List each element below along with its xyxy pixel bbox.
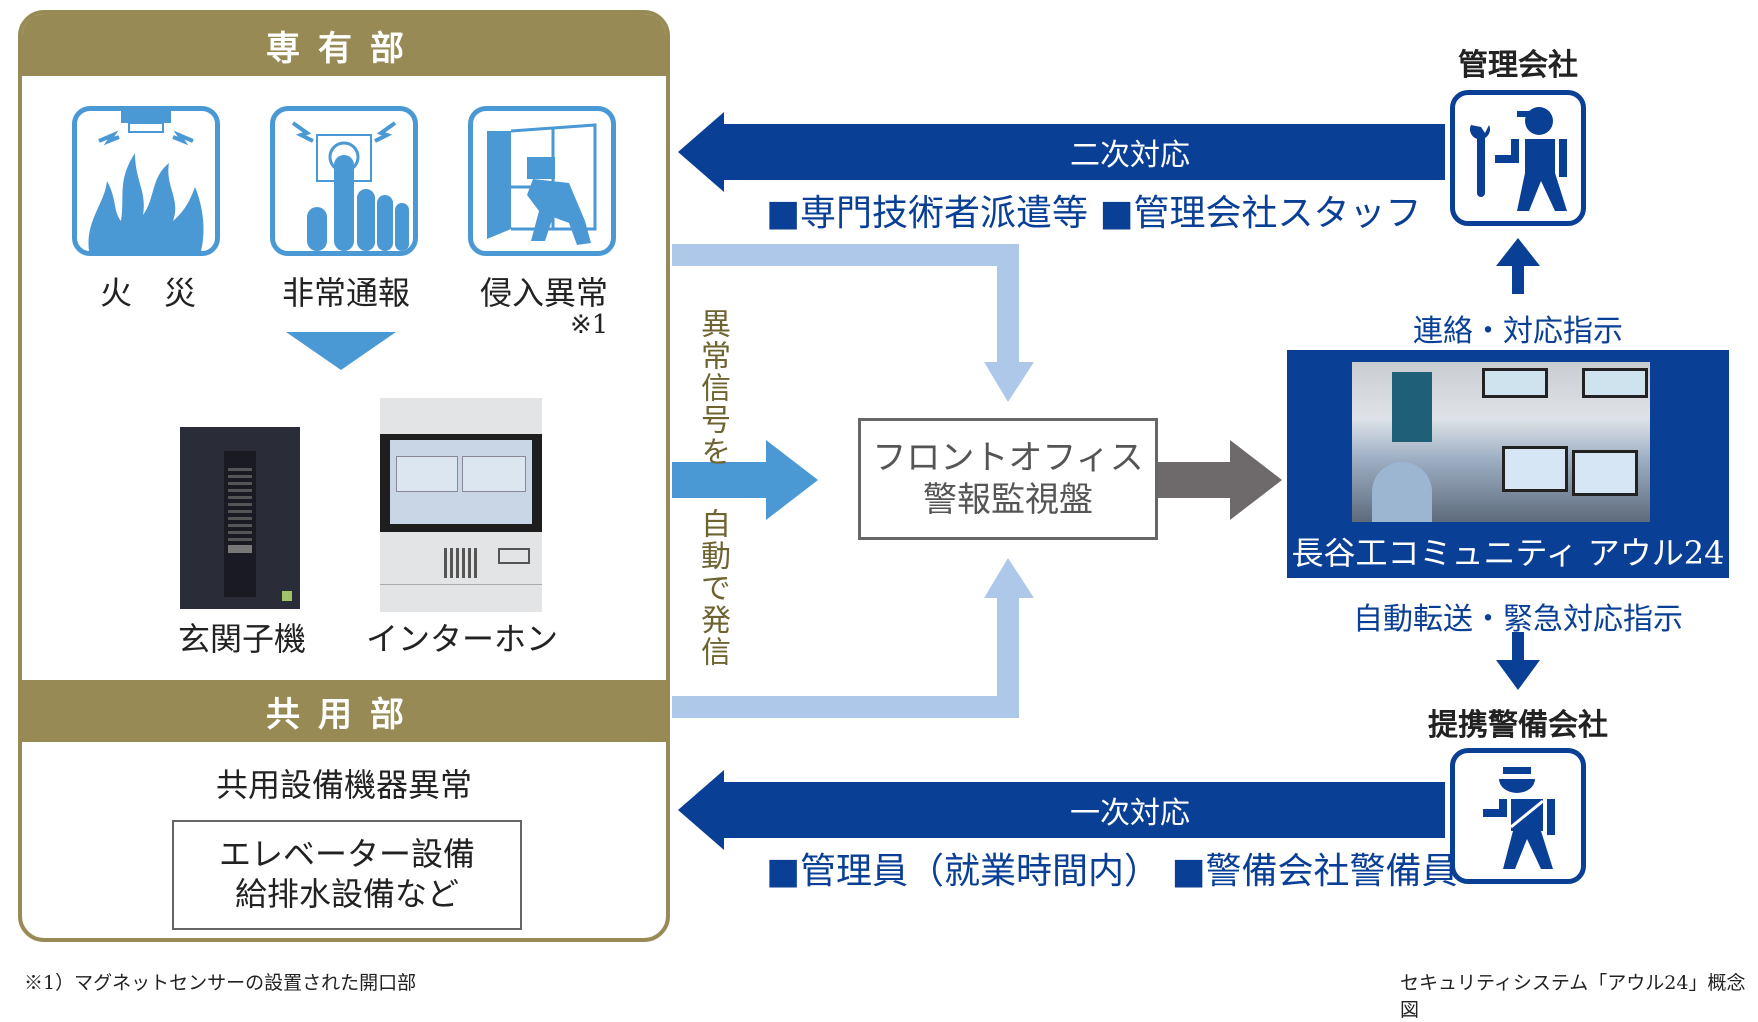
common-area-title: 共用設備機器異常 [215, 766, 472, 804]
secondary-response-label: 二次対応 [1070, 138, 1190, 173]
sensor-label-fire: 火 災 [99, 274, 196, 312]
contact-instruction-label: 連絡・対応指示 [1413, 314, 1623, 349]
primary-response-shaft [720, 782, 1445, 838]
footnote: ※1）マグネットセンサーの設置された開口部 [24, 972, 417, 994]
intercom-monitor-image [380, 398, 542, 612]
upper-route-arrow-line [672, 244, 1019, 366]
security-guard-icon [1450, 748, 1586, 884]
device-label-intercom: インターホン [365, 620, 558, 658]
signal-label-top: 異常信号を [695, 308, 730, 468]
security-company-label: 提携警備会社 [1428, 708, 1608, 743]
device-label-entrance: 玄関子機 [177, 620, 306, 658]
monitoring-center-photo [1352, 362, 1650, 522]
common-equipment-line: 給排水設備など [234, 875, 459, 913]
diagram-caption: セキュリティシステム「アウル24」概念図 [1400, 972, 1746, 1021]
flow-arrows [672, 112, 1540, 850]
primary-response-items: ■管理員（就業時間内） ■警備会社警備員 [766, 851, 1458, 892]
up-arrow-shaft [1512, 262, 1524, 294]
signal-arrow-shaft [672, 462, 772, 498]
primary-response-label: 一次対応 [1070, 796, 1190, 831]
primary-response-arrowhead [678, 770, 724, 850]
intrusion-footnote-mark: ※1 [570, 310, 609, 340]
sensor-label-intrusion: 侵入異常 [479, 274, 608, 312]
common-equipment-box: エレベーター設備 給排水設備など [172, 820, 522, 930]
down-arrow-shaft [1512, 632, 1524, 664]
management-company-label: 管理会社 [1458, 48, 1578, 83]
front-office-line2: 警報監視盤 [923, 480, 1093, 520]
down-arrowhead [1496, 660, 1540, 690]
forward-arrowhead [1230, 440, 1282, 520]
emergency-button-icon [270, 106, 418, 256]
forward-arrow-shaft [1158, 462, 1236, 498]
secondary-response-arrowhead [678, 112, 724, 192]
lower-route-arrowhead [984, 558, 1034, 598]
private-area-header: 専有部 [22, 14, 666, 76]
common-equipment-line: エレベーター設備 [218, 835, 475, 873]
auto-transfer-label: 自動転送・緊急対応指示 [1353, 602, 1683, 637]
fire-icon [72, 106, 220, 256]
entrance-intercom-image [180, 427, 300, 609]
signal-arrowhead [766, 440, 818, 520]
upper-route-arrowhead [984, 362, 1034, 402]
sensor-label-emergency: 非常通報 [281, 274, 410, 312]
secondary-response-items: ■専門技術者派遣等 ■管理会社スタッフ [766, 193, 1422, 234]
front-office-alarm-panel: フロントオフィス 警報監視盤 [858, 418, 1158, 540]
front-office-line1: フロントオフィス [872, 438, 1144, 478]
secondary-response-shaft [720, 124, 1445, 180]
signal-label-bottom: 自動で発信 [695, 508, 730, 668]
lower-route-arrow-line [672, 596, 1019, 718]
owl24-center-title: 長谷工コミュニティ アウル24センター [1291, 534, 1725, 618]
common-area-header: 共用部 [22, 680, 666, 742]
up-arrowhead [1496, 238, 1540, 266]
left-panel: 専有部 火 [18, 10, 670, 942]
maintenance-worker-icon [1450, 90, 1586, 226]
intrusion-icon [468, 106, 616, 256]
down-triangle-icon [286, 332, 396, 370]
